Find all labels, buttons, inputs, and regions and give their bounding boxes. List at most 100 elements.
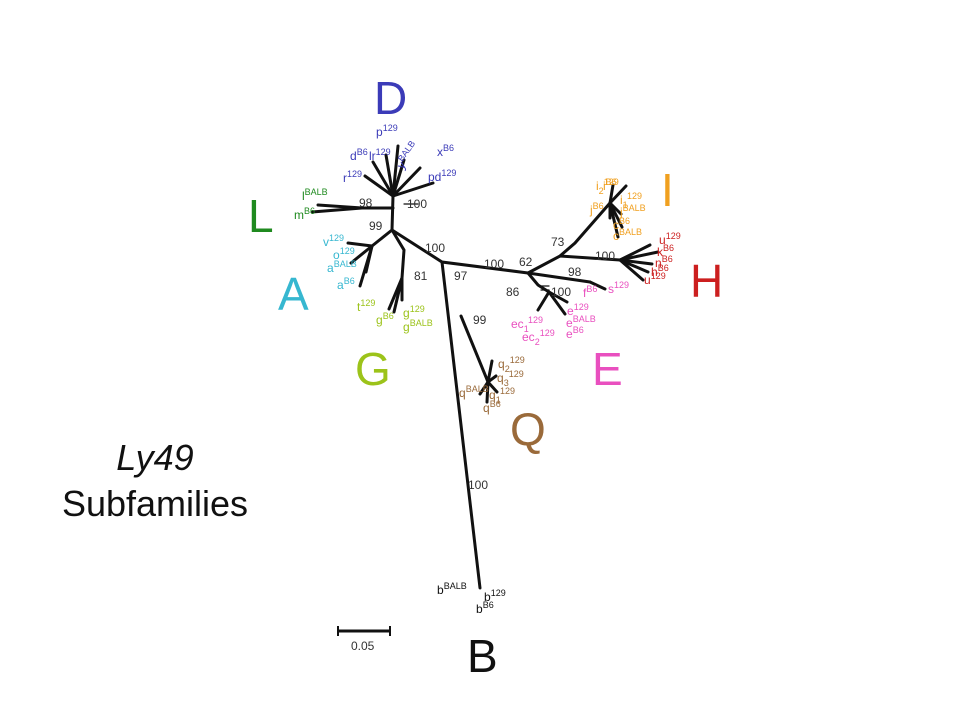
taxon-label: g129 (403, 304, 425, 320)
subfamily-label-h: H (690, 255, 723, 307)
tree-branch (390, 228, 530, 275)
taxon-label: u129 (659, 231, 681, 247)
subfamily-label-d: D (374, 72, 407, 124)
tree-branch (608, 183, 615, 205)
tree-branch (349, 244, 374, 265)
tree-branch (391, 166, 422, 198)
tree-branch (608, 201, 620, 239)
taxon-label: mB6 (294, 206, 315, 222)
tree-branch (391, 158, 406, 198)
taxon-label: jB6 (589, 201, 604, 217)
taxon-label: eBALB (566, 314, 596, 330)
taxon-label: eB6 (566, 325, 584, 341)
subfamily-labels: D LAG Q B E HI (248, 72, 723, 682)
tree-branch (547, 290, 567, 316)
taxon-label: aBALB (327, 259, 357, 275)
taxon-label: i2129 (596, 177, 619, 196)
bootstrap-value: 100 (468, 478, 488, 492)
bootstrap-value: 100 (425, 241, 445, 255)
bootstrap-value: 99 (473, 313, 487, 327)
tree-branch (558, 201, 612, 258)
taxon-label: ec1129 (511, 315, 543, 334)
taxon-label: bBALB (437, 581, 467, 597)
taxon-label: ec2129 (522, 328, 555, 347)
subfamily-label-a: A (278, 268, 309, 320)
tree-branch (526, 271, 592, 284)
tree-branch (346, 241, 374, 248)
bootstrap-value: 100 (484, 257, 504, 271)
title-ly49: Ly49 (116, 437, 194, 478)
bootstrap-value: 62 (519, 255, 533, 269)
tree-branch (371, 160, 395, 198)
tree-branch (486, 380, 499, 394)
bootstrap-value: 100 (551, 285, 571, 299)
tree-branch (618, 258, 650, 274)
tree-branch (370, 228, 394, 248)
taxon-label: i1129 (620, 191, 642, 210)
taxon-label: lBALB (302, 187, 328, 203)
subfamily-label-e: E (592, 343, 623, 395)
tree-branches (310, 144, 660, 590)
bootstrap-value: 100 (407, 197, 427, 211)
tree-branch (588, 280, 607, 291)
tree-branch (459, 314, 490, 384)
taxon-label: qB6 (483, 399, 501, 415)
taxon-label: q3129 (497, 369, 524, 388)
title-subfamilies: Subfamilies (61, 483, 249, 524)
taxon-label: gB6 (376, 311, 394, 327)
tree-branch (358, 244, 374, 288)
taxon-label: nB6 (655, 254, 673, 270)
tree-branch (310, 206, 364, 214)
tree-branch (486, 374, 498, 384)
tree-branch (363, 174, 395, 198)
taxon-label: u129 (644, 271, 666, 287)
taxon-label: xB6 (437, 143, 454, 159)
taxon-label: lr129 (369, 147, 391, 163)
bootstrap-value: 86 (506, 285, 520, 299)
taxon-label: fB6 (583, 284, 597, 300)
taxon-label: gBALB (403, 318, 433, 334)
tree-branch (618, 250, 660, 262)
taxon-label: o129 (333, 246, 355, 262)
figure-title: Ly49 Subfamilies (30, 435, 280, 527)
tree-branch (391, 181, 435, 198)
subfamily-label-b: B (467, 630, 498, 682)
taxon-label: hB6 (651, 263, 669, 279)
taxon-label: p129 (376, 123, 398, 139)
bootstrap-value: 98 (568, 265, 582, 279)
tree-branch (536, 290, 551, 312)
taxon-label: qBALB (459, 384, 489, 400)
bootstrap-value: 81 (414, 269, 428, 283)
tree-branch (384, 153, 395, 198)
taxon-label: cB6 (613, 216, 630, 232)
taxon-label: s129 (608, 280, 629, 296)
bootstrap-value: 99 (369, 219, 383, 233)
taxon-label: q1129 (489, 386, 515, 405)
scale-bar-label: 0.05 (351, 639, 375, 653)
taxon-label: iB6 (603, 177, 617, 193)
tree-branch (440, 260, 482, 590)
bootstrap-value: 98 (359, 196, 373, 210)
tree-branch (608, 184, 628, 205)
bootstrap-value: 100 (595, 249, 615, 263)
taxon-label: aB6 (337, 276, 355, 292)
tree-branch (390, 228, 406, 280)
taxon-label: b129 (484, 588, 506, 604)
subfamily-label-g: G (355, 343, 391, 395)
taxon-label: jBALB (619, 203, 646, 219)
taxon-label: v129 (323, 233, 344, 249)
subfamily-label-i: I (661, 164, 674, 216)
taxon-label: yBALB (392, 139, 422, 172)
subfamily-label-l: L (248, 190, 274, 242)
taxon-label: t129 (357, 298, 375, 314)
subfamily-label-q: Q (510, 403, 546, 455)
taxon-label: q2129 (498, 355, 525, 374)
tree-branch (485, 380, 490, 404)
taxon-label: pd129 (428, 168, 456, 184)
taxon-label: e129 (567, 302, 589, 318)
bootstrap-value: 97 (454, 269, 468, 283)
tree-branch (486, 359, 494, 384)
